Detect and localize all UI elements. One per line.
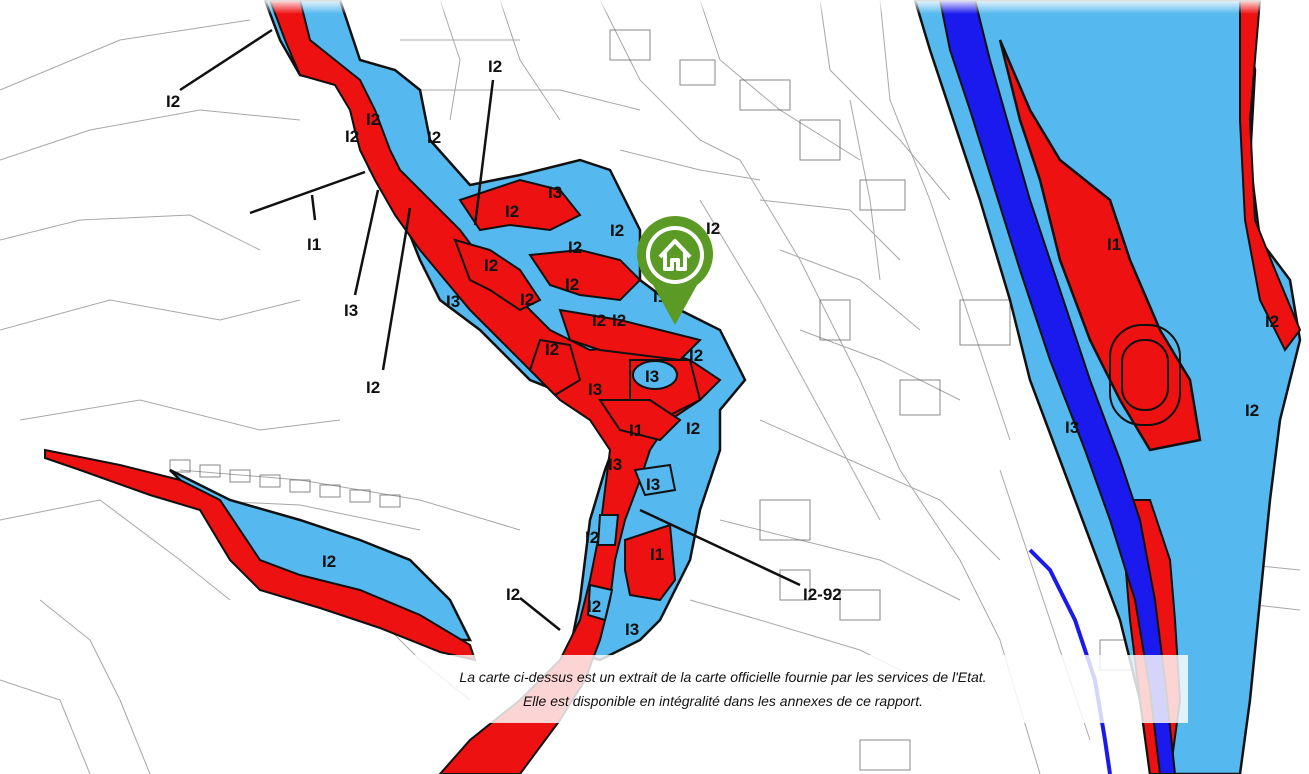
zone-label: I2: [166, 92, 180, 111]
zone-labels: I2 I2 I2 I2 I2 I1 I3 I2 I3 I2 I2 I2 I2 I…: [166, 57, 1279, 639]
zone-label: I2: [484, 256, 498, 275]
top-fade: [0, 0, 1309, 14]
zone-label: I2: [345, 127, 359, 146]
zone-label: I3: [608, 455, 622, 474]
location-marker[interactable]: [637, 216, 713, 325]
zone-label: I2: [689, 346, 703, 365]
zone-label: I2: [427, 128, 441, 147]
zone-label: I2: [1245, 401, 1259, 420]
flood-zone-red-east-strip: [1239, 0, 1302, 352]
zone-label: I3: [344, 301, 358, 320]
zone-label: I2: [488, 57, 502, 76]
zone-label: I1: [629, 421, 643, 440]
zone-label: I2: [505, 202, 519, 221]
zone-label: I1: [1107, 235, 1121, 254]
flood-zone-darkblue-side-channel: [1028, 548, 1112, 774]
home-icon: [658, 239, 692, 271]
leader-lines: [179, 28, 801, 631]
zone-label: I2: [587, 597, 601, 616]
zone-label: I2: [520, 290, 534, 309]
zone-label: I2: [366, 378, 380, 397]
zone-label: I2: [686, 419, 700, 438]
zone-label: I3: [625, 620, 639, 639]
zone-label: I2: [612, 311, 626, 330]
zone-label: I2: [366, 110, 380, 129]
zone-label: I2: [706, 219, 720, 238]
zone-label: I3: [588, 380, 602, 399]
zone-label: I2: [322, 552, 336, 571]
zone-label: I2: [1265, 312, 1279, 331]
map-caption: La carte ci-dessus est un extrait de la …: [258, 655, 1188, 723]
zone-label: I2-92: [803, 585, 842, 604]
zone-label: I1: [307, 235, 321, 254]
flood-zone-red-east-stadium: [998, 39, 1202, 452]
zone-label: I3: [548, 183, 562, 202]
flood-zone-darkblue-river: [938, 0, 1177, 774]
zone-label: I3: [446, 292, 460, 311]
zone-label: I3: [1065, 418, 1079, 437]
caption-line-2: Elle est disponible en intégralité dans …: [522, 693, 924, 709]
zone-label: I2: [545, 340, 559, 359]
zone-label: I2: [585, 528, 599, 547]
zone-label: I1: [650, 545, 664, 564]
zone-label: I2: [592, 311, 606, 330]
zone-label: I3: [646, 475, 660, 494]
zone-label: I2: [506, 585, 520, 604]
flood-zone-red-town-blocks: [453, 178, 702, 602]
zone-label: I3: [645, 367, 659, 386]
stadium-track: [1109, 324, 1181, 426]
caption-line-1: La carte ci-dessus est un extrait de la …: [459, 669, 987, 685]
zone-label: I2: [568, 238, 582, 257]
flood-zone-blue-islands: [586, 360, 678, 622]
zone-label: I2: [610, 221, 624, 240]
zone-label: I2: [565, 275, 579, 294]
